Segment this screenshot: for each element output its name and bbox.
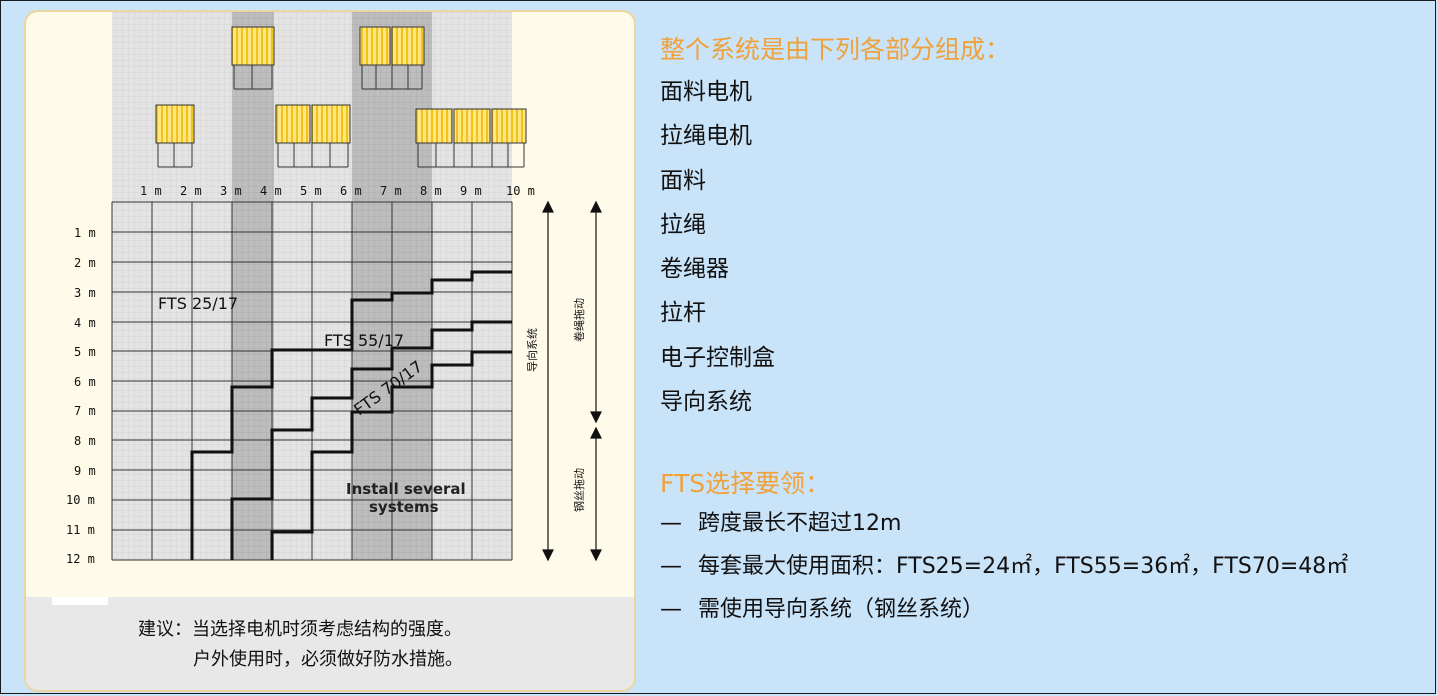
x-tick: 4 m bbox=[260, 184, 282, 198]
note-line-1: 建议：当选择电机时须考虑结构的强度。 bbox=[138, 619, 462, 640]
list-item: — 跨度最长不超过12m bbox=[660, 502, 1348, 545]
fts70-step-line bbox=[270, 350, 512, 560]
list-item: — 需使用导向系统（钢丝系统） bbox=[660, 588, 1348, 631]
x-tick: 7 m bbox=[380, 184, 402, 198]
list-item: 面料电机 bbox=[660, 79, 752, 105]
tip-text: 需使用导向系统（钢丝系统） bbox=[698, 597, 985, 622]
components-list: 面料电机 拉绳电机 面料 拉绳 卷绳器 拉杆 电子控制盒 导向系统 bbox=[660, 70, 775, 424]
panel-note: 建议：当选择电机时须考虑结构的强度。 户外使用时，必须做好防水措施。 bbox=[138, 615, 463, 675]
x-tick: 8 m bbox=[420, 184, 442, 198]
capacity-steps bbox=[190, 270, 512, 560]
list-item: 卷绳器 bbox=[660, 256, 729, 283]
list-item: 面料 bbox=[660, 167, 706, 194]
x-tick: 5 m bbox=[300, 184, 322, 198]
dash-marker: — bbox=[660, 597, 682, 622]
fts55-step-line bbox=[230, 320, 512, 560]
dimension-arrows bbox=[542, 200, 602, 562]
y-tick: 10 m bbox=[66, 493, 95, 507]
awning-icon bbox=[231, 26, 275, 90]
awning-icon bbox=[359, 26, 425, 90]
y-tick: 6 m bbox=[74, 375, 96, 389]
highlight-column bbox=[232, 12, 274, 560]
span-diagram: 1 m 2 m 3 m 4 m 5 m 6 m 7 m 8 m 9 m 10 m… bbox=[26, 12, 634, 690]
awning-icon bbox=[275, 104, 351, 168]
rope-drag-label: 卷绳拖动 bbox=[572, 298, 586, 342]
list-item: 拉绳电机 bbox=[660, 123, 752, 150]
x-tick: 6 m bbox=[340, 184, 362, 198]
diagram-panel: 1 m 2 m 3 m 4 m 5 m 6 m 7 m 8 m 9 m 10 m… bbox=[24, 10, 636, 692]
x-tick: 3 m bbox=[220, 184, 242, 198]
dash-marker: — bbox=[660, 554, 682, 579]
x-tick: 10 m bbox=[506, 184, 535, 198]
y-tick: 2 m bbox=[74, 256, 96, 270]
y-tick: 12 m bbox=[66, 552, 95, 566]
install-label-line2: systems bbox=[369, 498, 439, 516]
y-tick: 9 m bbox=[74, 464, 96, 478]
x-tick: 1 m bbox=[140, 184, 162, 198]
y-tick: 8 m bbox=[74, 434, 96, 448]
selection-list: — 跨度最长不超过12m — 每套最大使用面积：FTS25=24㎡，FTS55=36… bbox=[660, 502, 1348, 631]
bottom-band bbox=[26, 597, 634, 690]
list-item: — 每套最大使用面积：FTS25=24㎡，FTS55=36㎡，FTS70=48㎡ bbox=[660, 545, 1348, 588]
list-item: 拉绳 bbox=[660, 211, 706, 238]
y-tick: 4 m bbox=[74, 316, 96, 330]
tip-text: 跨度最长不超过12m bbox=[698, 511, 902, 536]
y-tick: 11 m bbox=[66, 523, 95, 537]
bottom-band-notch bbox=[52, 597, 108, 605]
x-tick: 9 m bbox=[460, 184, 482, 198]
awning-icon bbox=[155, 104, 195, 168]
highlight-column bbox=[352, 12, 392, 560]
list-item: 拉杆 bbox=[660, 300, 706, 327]
tip-text: 每套最大使用面积：FTS25=24㎡，FTS55=36㎡，FTS70=48㎡ bbox=[698, 554, 1349, 579]
fts55-label: FTS 55/17 bbox=[324, 331, 404, 350]
y-tick: 1 m bbox=[74, 226, 96, 240]
list-item: 电子控制盒 bbox=[660, 344, 775, 371]
awning-illustrations bbox=[155, 26, 527, 168]
install-label-line1: Install several bbox=[346, 480, 466, 498]
y-tick: 7 m bbox=[74, 404, 96, 418]
y-tick: 5 m bbox=[74, 345, 96, 359]
fts25-step-line bbox=[190, 270, 512, 560]
x-axis-ticks: 1 m 2 m 3 m 4 m 5 m 6 m 7 m 8 m 9 m 10 m bbox=[140, 184, 535, 198]
y-axis-ticks: 1 m 2 m 3 m 4 m 5 m 6 m 7 m 8 m 9 m 10 m… bbox=[66, 226, 96, 566]
wire-drag-label: 钢丝拖动 bbox=[572, 468, 586, 512]
note-line-2: 户外使用时，必须做好防水措施。 bbox=[193, 649, 463, 670]
x-tick: 2 m bbox=[180, 184, 202, 198]
selection-heading: FTS选择要领： bbox=[660, 469, 831, 498]
guide-system-label: 导向系统 bbox=[525, 328, 539, 372]
awning-icon bbox=[415, 108, 527, 168]
components-heading: 整个系统是由下列各部分组成： bbox=[660, 35, 1011, 64]
highlight-column bbox=[392, 12, 432, 560]
dash-marker: — bbox=[660, 511, 682, 536]
y-tick: 3 m bbox=[74, 286, 96, 300]
fts25-label: FTS 25/17 bbox=[158, 294, 238, 313]
list-item: 导向系统 bbox=[660, 389, 752, 416]
